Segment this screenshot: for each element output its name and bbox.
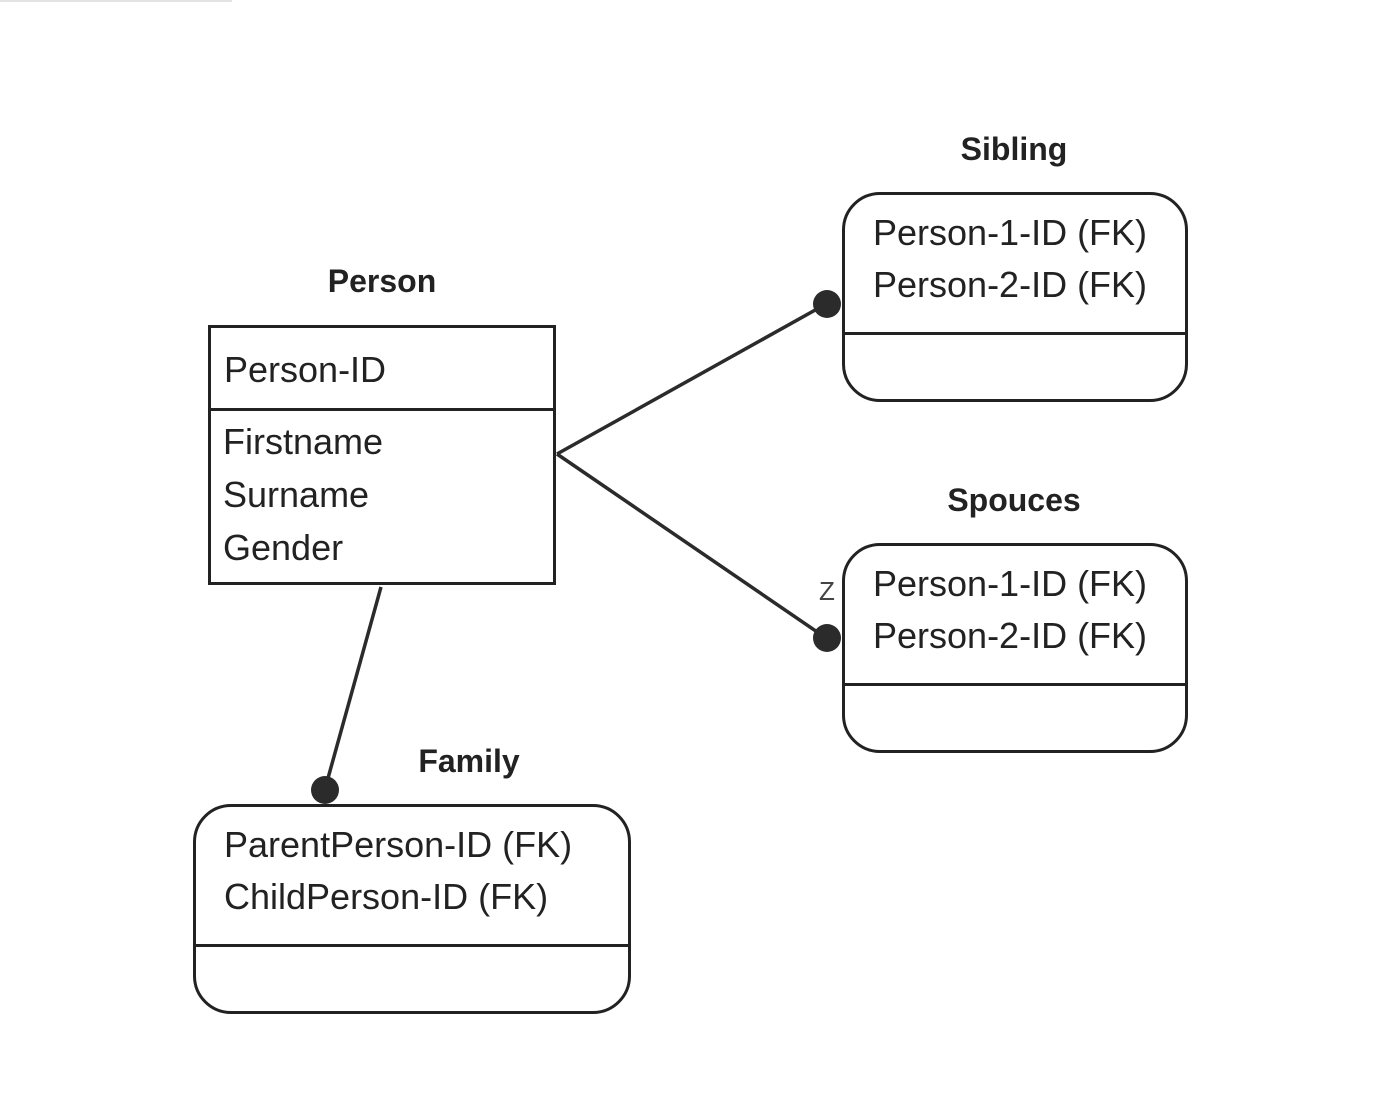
top-rule xyxy=(0,0,232,2)
relationship-person-family[interactable] xyxy=(323,586,383,790)
entity-title-spouces: Spouces xyxy=(947,482,1081,518)
family-key-attribute: ChildPerson-ID (FK) xyxy=(224,876,549,917)
family-end-dot xyxy=(311,776,339,804)
family-divider xyxy=(196,944,628,947)
relationship-label-spouces: Z xyxy=(819,576,835,606)
entity-spouces[interactable]: Person-1-ID (FK) Person-2-ID (FK) xyxy=(842,543,1188,753)
relationship-person-sibling[interactable] xyxy=(556,302,827,456)
spouces-key-attribute: Person-2-ID (FK) xyxy=(873,615,1148,656)
sibling-end-dot xyxy=(813,290,841,318)
entity-title-person: Person xyxy=(327,263,437,299)
person-divider xyxy=(211,408,553,411)
entity-sibling[interactable]: Person-1-ID (FK) Person-2-ID (FK) xyxy=(842,192,1188,402)
spouces-key-attribute: Person-1-ID (FK) xyxy=(873,563,1148,604)
entity-title-family: Family xyxy=(418,743,520,779)
entity-family[interactable]: ParentPerson-ID (FK) ChildPerson-ID (FK) xyxy=(193,804,631,1014)
person-attribute: Surname xyxy=(223,474,370,515)
person-key-attribute: Person-ID xyxy=(224,349,387,390)
person-attribute: Firstname xyxy=(223,421,384,462)
spouces-end-dot xyxy=(813,624,841,652)
entity-title-sibling: Sibling xyxy=(960,131,1068,167)
sibling-divider xyxy=(845,332,1185,335)
person-attribute: Gender xyxy=(223,527,344,568)
relationship-person-spouces[interactable] xyxy=(556,452,827,640)
family-key-attribute: ParentPerson-ID (FK) xyxy=(224,824,573,865)
entity-person[interactable]: Person-ID Firstname Surname Gender xyxy=(208,325,556,585)
spouces-divider xyxy=(845,683,1185,686)
sibling-key-attribute: Person-2-ID (FK) xyxy=(873,264,1148,305)
sibling-key-attribute: Person-1-ID (FK) xyxy=(873,212,1148,253)
